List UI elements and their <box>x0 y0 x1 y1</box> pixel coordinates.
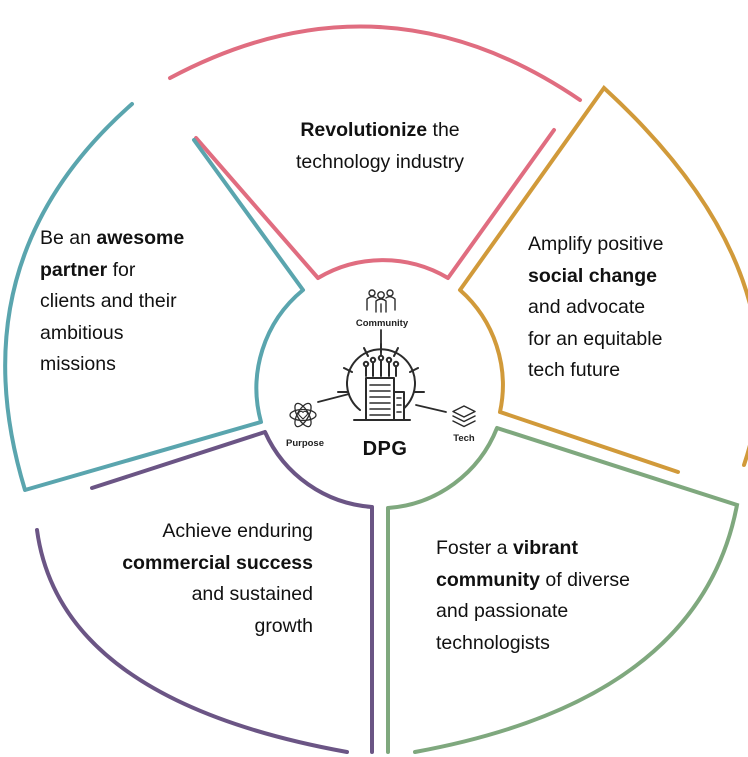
segment-line: ambitious <box>40 318 260 350</box>
text-run: and sustained <box>191 583 313 605</box>
text-run: growth <box>254 614 313 637</box>
text-run: technologists <box>436 631 550 654</box>
segment-line: Be an awesome <box>40 223 260 255</box>
segment-line: Revolutionize the <box>270 115 490 147</box>
bold-text: commercial success <box>122 551 313 574</box>
text-run: Foster a <box>436 537 513 559</box>
text-run: ambitious <box>40 321 124 344</box>
gear-building-icon <box>337 343 425 421</box>
segment-line: Achieve enduring <box>100 516 313 548</box>
segment-line: for an equitable <box>528 324 728 356</box>
segment-line: community of diverse <box>436 565 676 597</box>
segment-outline-amplify <box>458 84 748 474</box>
connector-line-tech <box>415 404 447 413</box>
text-run: Be an <box>40 227 97 249</box>
text-run: missions <box>40 353 116 375</box>
purpose-label: Purpose <box>285 438 324 449</box>
atom-heart-icon <box>289 402 317 428</box>
bold-text: Revolutionize <box>300 119 428 141</box>
text-run: of diverse <box>540 568 630 591</box>
segment-line: and sustained <box>100 579 313 611</box>
text-run: and passionate <box>436 600 569 622</box>
tech-label: Tech <box>453 433 475 444</box>
segment-text-revolutionize: Revolutionize the technology industry <box>270 115 490 178</box>
segment-line: Foster a vibrant <box>436 533 676 565</box>
community-label: Community <box>355 318 409 329</box>
text-run: Amplify positive <box>528 233 664 255</box>
bold-text: social change <box>528 264 657 287</box>
text-run: and advocate <box>528 296 646 318</box>
segment-text-amplify: Amplify positive social change and advocat… <box>528 229 728 387</box>
bold-text: community <box>436 568 541 591</box>
bold-text: vibrant <box>512 537 578 559</box>
segment-line: Amplify positive <box>528 229 728 261</box>
segment-line: tech future <box>528 355 728 387</box>
center-title: DPG <box>362 438 408 460</box>
segment-line: technology industry <box>270 147 490 179</box>
segment-line: and advocate <box>528 292 728 324</box>
segment-line: and passionate <box>436 596 676 628</box>
segment-line: social change <box>528 261 728 293</box>
bold-text: partner <box>40 258 108 281</box>
segment-outline-partner <box>3 102 305 492</box>
segment-line: growth <box>100 611 313 643</box>
text-run: for <box>107 258 136 281</box>
segment-outline-achieve <box>35 430 374 754</box>
text-run: technology industry <box>295 150 465 173</box>
layers-stack-icon <box>452 405 476 428</box>
text-run: for an equitable <box>528 327 663 350</box>
segment-line: technologists <box>436 628 676 660</box>
segment-line: clients and their <box>40 286 260 318</box>
text-run: clients and their <box>40 290 177 312</box>
text-run: the <box>427 119 460 141</box>
segment-outline-revolutionize <box>168 24 582 280</box>
segment-outline-foster <box>386 426 740 754</box>
segment-text-achieve: Achieve enduring commercial success and su… <box>100 516 313 642</box>
people-group-icon <box>366 289 396 313</box>
segment-line: missions <box>40 349 260 381</box>
text-run: tech future <box>528 359 621 381</box>
segment-line: partner for <box>40 255 260 287</box>
connector-line-purpose <box>317 393 350 403</box>
segment-line: commercial success <box>100 548 313 580</box>
bold-text: awesome <box>96 227 185 249</box>
text-run: Achieve enduring <box>162 520 313 542</box>
